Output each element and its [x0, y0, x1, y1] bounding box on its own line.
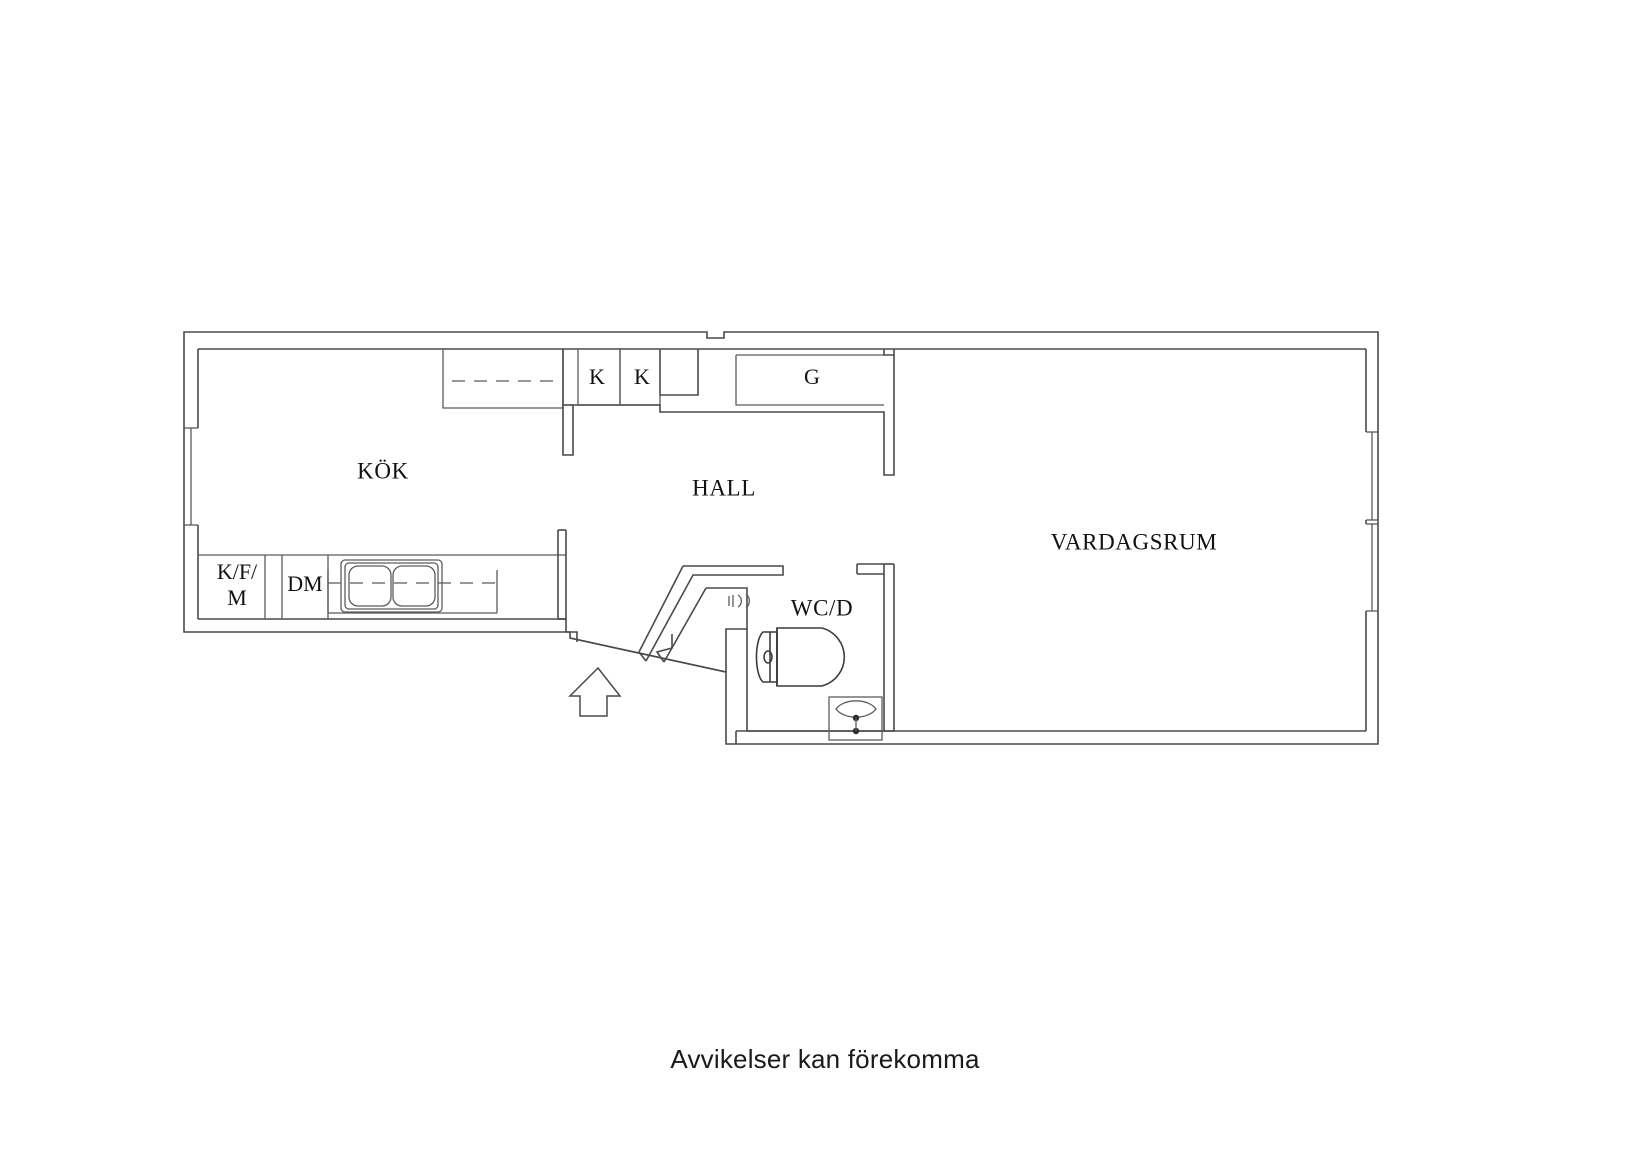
kitchen-partition-stub — [562, 349, 578, 456]
wc-room-walls — [735, 563, 895, 744]
window-right-upper — [1366, 431, 1378, 521]
wc-toilet — [755, 627, 846, 687]
entrance-angled-wall — [566, 565, 784, 673]
closet-label-k-1: K — [589, 364, 605, 389]
window-right-lower — [1366, 523, 1378, 612]
room-label-vardagsrum: VARDAGSRUM — [1051, 529, 1218, 554]
room-label-hall: HALL — [692, 475, 756, 500]
kitchen-unit-label-kfm-line2: M — [227, 585, 247, 610]
kitchen-hall-wall — [557, 529, 567, 632]
closet-g — [735, 354, 884, 406]
kitchen-unit-label-dm: DM — [287, 571, 322, 596]
kitchen-sink — [340, 559, 443, 613]
closet-run-base — [578, 404, 698, 413]
kitchen-unit-labels: K/F/ M DM — [217, 559, 323, 610]
room-label-wcd: WC/D — [791, 595, 853, 620]
closet-labels: K K G — [589, 364, 820, 389]
room-labels: KÖK HALL VARDAGSRUM WC/D — [357, 458, 1217, 620]
wc-washbasin — [828, 696, 883, 741]
kitchen-counter-run — [198, 554, 566, 620]
room-label-kok: KÖK — [357, 458, 409, 483]
entrance-arrow — [568, 666, 622, 717]
closet-label-k-2: K — [634, 364, 650, 389]
window-left-kitchen — [184, 427, 198, 526]
hall-partition-upper — [698, 349, 895, 476]
plan-caption: Avvikelser kan förekomma — [670, 1044, 980, 1074]
kitchen-upper-cabinets — [442, 349, 564, 409]
kitchen-unit-label-kfm-line1: K/F/ — [217, 559, 258, 584]
closet-label-g: G — [804, 364, 820, 389]
wc-door-marker — [728, 593, 750, 609]
